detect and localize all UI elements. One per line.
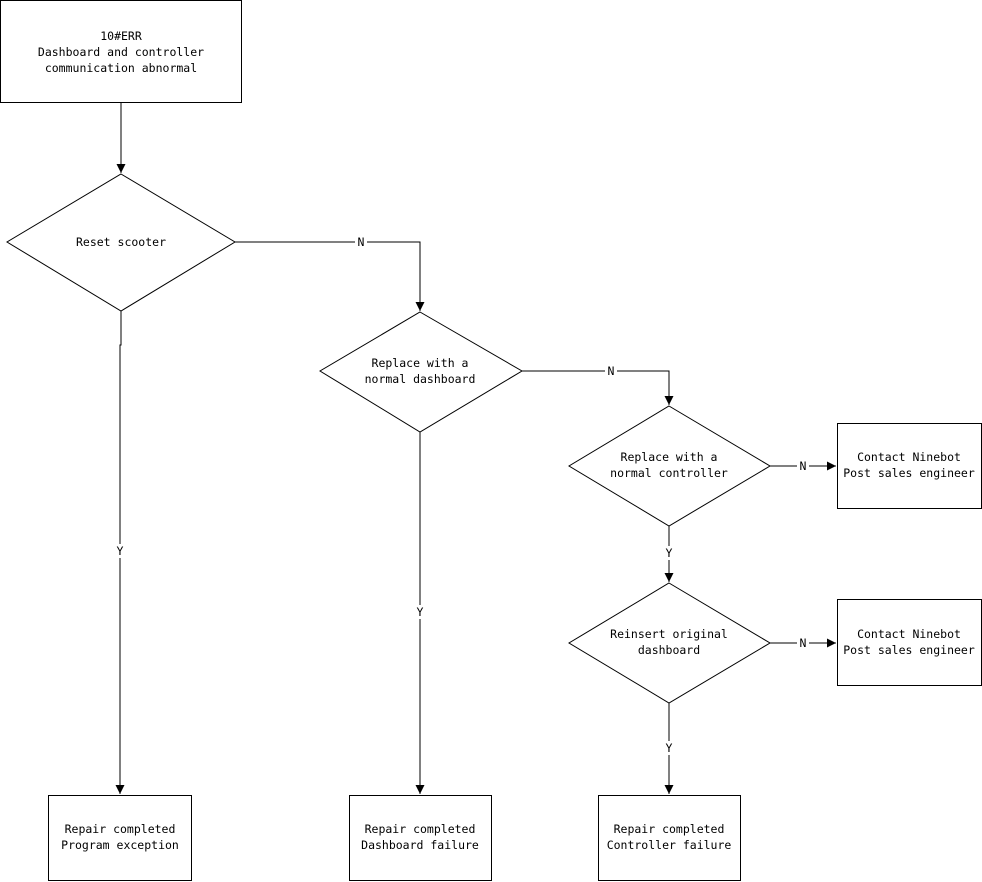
outcome-controller-failure-line-1: Repair completed bbox=[614, 822, 725, 836]
outcome-controller-failure-line-2: Controller failure bbox=[607, 838, 732, 852]
decision-reinsert-dashboard-line-1: Reinsert original bbox=[610, 627, 728, 641]
start-node-line-1: 10#ERR bbox=[100, 29, 142, 43]
outcome-program-exception-line-1: Repair completed bbox=[65, 822, 176, 836]
edge-label-reset-yes: Y bbox=[117, 544, 124, 558]
edge-label-reset-no: N bbox=[358, 235, 365, 249]
outcome-program-exception-line-2: Program exception bbox=[61, 838, 179, 852]
edge-label-reinsert-no: N bbox=[800, 636, 807, 650]
outcome-controller-failure: Repair completed Controller failure bbox=[598, 795, 741, 881]
outcome-contact-engineer-2: Contact Ninebot Post sales engineer bbox=[837, 599, 982, 686]
decision-reset-scooter: Reset scooter bbox=[6, 173, 236, 312]
outcome-program-exception: Repair completed Program exception bbox=[48, 795, 192, 881]
decision-reinsert-dashboard: Reinsert original dashboard bbox=[568, 582, 771, 704]
decision-replace-controller: Replace with a normal controller bbox=[568, 405, 771, 527]
outcome-contact-engineer-1: Contact Ninebot Post sales engineer bbox=[837, 423, 982, 509]
decision-reinsert-dashboard-line-2: dashboard bbox=[638, 643, 700, 657]
outcome-dashboard-failure: Repair completed Dashboard failure bbox=[349, 795, 492, 881]
decision-replace-controller-line-1: Replace with a bbox=[621, 450, 718, 464]
decision-replace-dashboard-line-2: normal dashboard bbox=[365, 372, 476, 386]
decision-replace-controller-line-2: normal controller bbox=[610, 466, 728, 480]
connector-reset-no bbox=[235, 241, 425, 311]
edge-label-controller-no: N bbox=[800, 459, 807, 473]
start-node-line-3: communication abnormal bbox=[45, 61, 197, 75]
edge-label-controller-yes: Y bbox=[666, 546, 673, 560]
edge-label-dashboard-no: N bbox=[608, 364, 615, 378]
decision-reset-scooter-line-1: Reset scooter bbox=[76, 235, 166, 249]
outcome-contact-engineer-1-line-1: Contact Ninebot bbox=[857, 450, 961, 464]
outcome-dashboard-failure-line-1: Repair completed bbox=[365, 822, 476, 836]
start-node-line-2: Dashboard and controller bbox=[38, 45, 204, 59]
outcome-contact-engineer-2-line-2: Post sales engineer bbox=[843, 643, 975, 657]
outcome-contact-engineer-2-line-1: Contact Ninebot bbox=[857, 627, 961, 641]
connector-dashboard-no bbox=[522, 370, 674, 405]
outcome-contact-engineer-1-line-2: Post sales engineer bbox=[843, 466, 975, 480]
start-node: 10#ERR Dashboard and controller communic… bbox=[0, 0, 242, 103]
connector-reset-yes bbox=[115, 311, 125, 794]
outcome-dashboard-failure-line-2: Dashboard failure bbox=[361, 838, 479, 852]
edge-label-dashboard-yes: Y bbox=[417, 605, 424, 619]
edge-labels: N Y N Y N Y N Y bbox=[114, 235, 809, 755]
decision-replace-dashboard-line-1: Replace with a bbox=[372, 356, 469, 370]
edge-label-reinsert-yes: Y bbox=[666, 741, 673, 755]
decision-replace-dashboard: Replace with a normal dashboard bbox=[319, 311, 523, 433]
